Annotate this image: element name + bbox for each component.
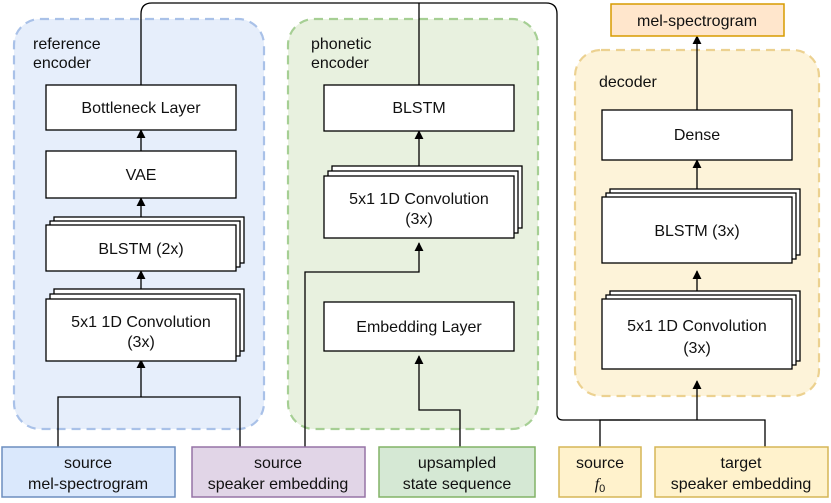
pho-convolution-label-line1: 5x1 1D Convolution: [349, 191, 489, 208]
decoder-title: decoder: [599, 74, 657, 91]
ref-convolution-label-line2: (3x): [127, 334, 155, 351]
pho-blstm-label: BLSTM: [392, 100, 445, 117]
ref-blstm-stack: [45, 216, 245, 272]
pho-embedding-layer-block: [323, 301, 515, 352]
phonetic-encoder-title-line1: phonetic: [311, 36, 372, 53]
ref-bottleneck-layer-label: Bottleneck Layer: [81, 100, 201, 117]
ref-convolution-stack: [45, 288, 245, 362]
input-state-sequence-line1: upsampled: [418, 455, 496, 472]
pho-convolution-stack: [323, 165, 523, 239]
input-state-sequence-line2: state sequence: [403, 476, 512, 493]
dec-dense-block: [601, 109, 793, 161]
ref-vae-label: VAE: [126, 167, 157, 184]
phonetic-encoder-title-line2: encoder: [311, 55, 369, 72]
reference-output-wire: [140, 2, 640, 421]
input-target-speaker-line1: target: [721, 455, 762, 472]
pho-blstm-block: [323, 84, 515, 132]
input-source-mel-line1: source: [64, 455, 112, 472]
input-source-f0-line1: source: [576, 455, 624, 472]
ref-blstm-label: BLSTM (2x): [98, 241, 183, 258]
input-target-speaker-line2: speaker embedding: [671, 476, 812, 493]
dec-convolution-stack: [601, 290, 801, 370]
input-target-speaker-embedding-box: [654, 446, 829, 498]
dec-dense-label: Dense: [674, 127, 720, 144]
ref-vae-block: [45, 150, 237, 199]
reference-input-merge-wire: [57, 396, 241, 447]
state-sequence-wire: [414, 355, 461, 447]
reference-encoder-title-line2: encoder: [33, 55, 91, 72]
reference-encoder-title-line1: reference: [33, 36, 101, 53]
ref-bottleneck-layer-block: [45, 84, 237, 131]
dec-convolution-label-line2: (3x): [683, 340, 711, 357]
pho-convolution-label-line2: (3x): [405, 211, 433, 228]
input-source-f0-symbol: f0: [595, 476, 606, 495]
speaker-to-phonetic-wire: [304, 242, 424, 447]
dec-blstm-label: BLSTM (3x): [654, 223, 739, 240]
output-mel-spectrogram-label: mel-spectrogram: [637, 13, 757, 30]
dec-convolution-label-line1: 5x1 1D Convolution: [627, 318, 767, 335]
pho-embedding-layer-label: Embedding Layer: [356, 319, 482, 336]
output-mel-spectrogram-box: [610, 3, 785, 37]
decoder-input-merge-wire: [599, 419, 766, 447]
input-source-mel-spectrogram-box: [1, 446, 176, 498]
input-source-mel-line2: mel-spectrogram: [28, 476, 148, 493]
input-source-f0-box: [558, 446, 642, 498]
input-upsampled-state-sequence-box: [378, 446, 536, 498]
input-source-speaker-embedding-box: [191, 446, 366, 498]
dec-blstm-stack: [601, 188, 801, 264]
input-source-speaker-line1: source: [254, 455, 302, 472]
input-source-speaker-line2: speaker embedding: [208, 476, 349, 493]
ref-convolution-label-line1: 5x1 1D Convolution: [71, 314, 211, 331]
